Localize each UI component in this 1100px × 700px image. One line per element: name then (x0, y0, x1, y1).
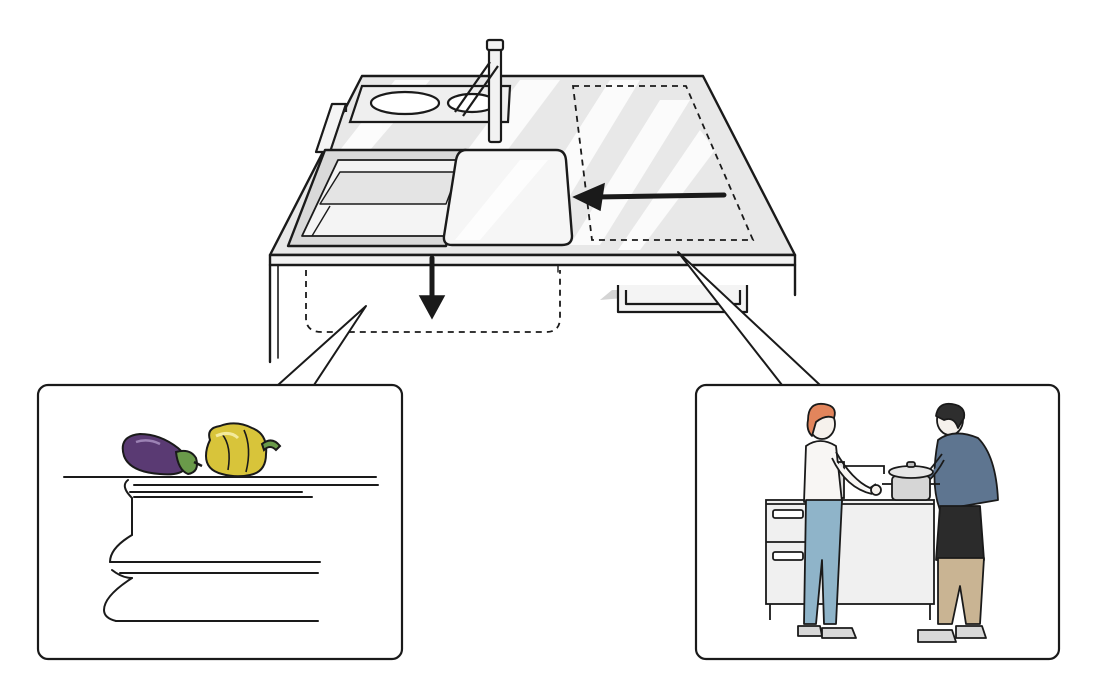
callout-couple-cooking (694, 383, 1061, 661)
underside-zone-outline (305, 270, 561, 333)
mini-counter (765, 461, 935, 620)
cooktop (348, 84, 512, 124)
slide-arrow-icon (572, 182, 727, 212)
dashed-zones (305, 85, 755, 333)
sink-basin (286, 148, 468, 248)
callout-cabinet-detail (36, 383, 404, 661)
woman-figure-icon (797, 402, 882, 639)
down-arrow-icon (418, 255, 446, 320)
man-figure-icon (903, 402, 999, 643)
storage-zone-outline (571, 85, 755, 241)
eggplant-icon (121, 432, 203, 476)
bell-pepper-icon (204, 422, 282, 478)
faucet-icon (454, 38, 505, 144)
callout-pointers (277, 251, 821, 386)
sink-cover-panel (442, 148, 574, 247)
cooking-pot-icon (882, 461, 940, 501)
